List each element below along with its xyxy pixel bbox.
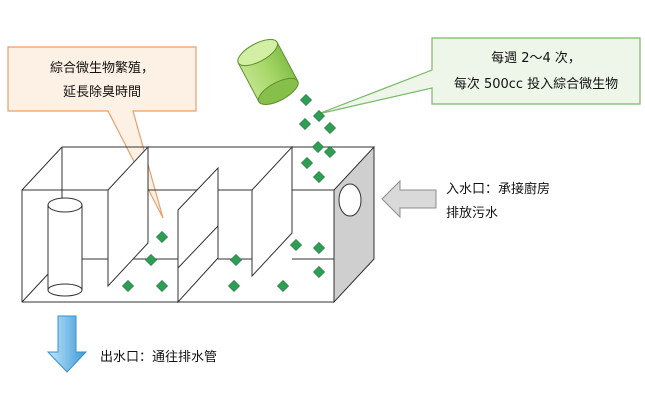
baffle-3 [251,145,293,278]
inlet-label-line2: 排放污水 [446,206,498,221]
microbe-particle [121,279,135,293]
callout-right-line1: 每週 2～4 次， [491,50,581,66]
microbe-particle [300,156,314,170]
callout-microbe-growth: 綜合微生物繁殖， 延長除臭時間 [7,46,197,219]
microbe-particle [323,145,337,159]
inlet-label-line1: 入水口：承接廚房 [446,181,550,197]
callout-left-line2: 延長除臭時間 [63,85,141,100]
microbe-particle [298,117,312,131]
inlet-hole [338,183,362,217]
microbe-particle [144,253,158,267]
tank-side-face [333,145,375,304]
microbe-particle [323,121,337,135]
microbe-particle [155,279,169,293]
microbe-particle [155,230,169,244]
microbe-particle [312,241,326,255]
outlet-pipe [47,197,83,297]
callout-right-line2: 每次 500cc 投入綜合微生物 [454,76,618,92]
baffle-1 [107,145,149,288]
microbe-particle [289,238,303,252]
microbe-particle [312,170,326,184]
microbe-particle [299,93,313,107]
microbe-bottle-icon [237,39,299,105]
microbe-particle [276,279,290,293]
callout-left-line1: 綜合微生物繁殖， [50,60,154,76]
outlet-label: 出水口：通往排水管 [100,350,217,365]
baffle-2 [177,166,219,304]
microbe-particle [312,109,326,123]
outlet-arrow-icon [46,315,88,373]
microbe-particle [312,265,326,279]
microbe-particle [229,253,243,267]
inlet-arrow-icon [381,179,437,219]
microbe-particle [311,140,325,154]
callout-dosing-schedule: 每週 2～4 次， 每次 500cc 投入綜合微生物 [317,37,641,115]
microbe-particles [121,93,337,293]
microbe-particle [227,279,241,293]
callout-right-shape [317,37,641,115]
